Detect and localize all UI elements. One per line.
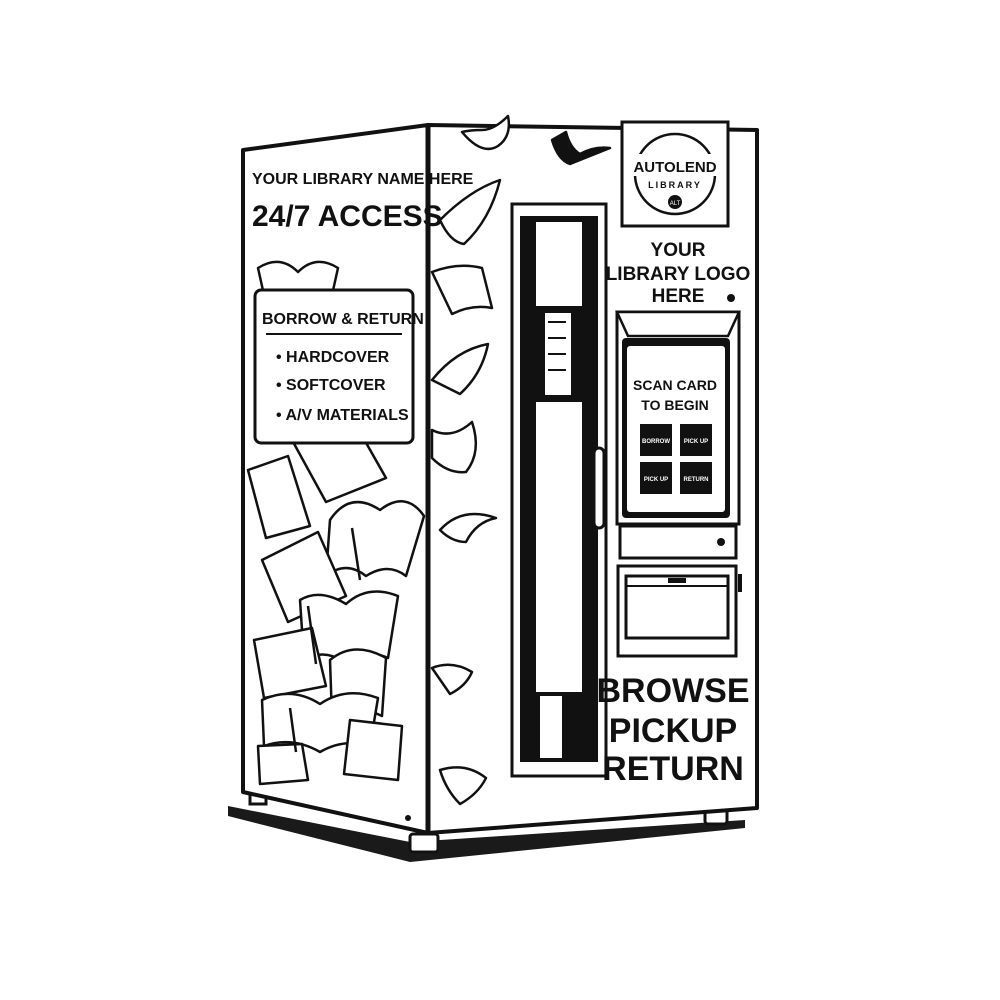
- open-book-icon: [246, 454, 312, 540]
- open-book-icon: [342, 718, 404, 782]
- screen-prompt-line2: TO BEGIN: [641, 397, 708, 413]
- flying-page-icon: [460, 114, 511, 151]
- logo-placeholder-line1: YOUR: [651, 240, 706, 261]
- front-label-browse: BROWSE: [597, 672, 750, 710]
- sign-item-av: • A/V MATERIALS: [276, 407, 409, 424]
- screen-button-borrow[interactable]: BORROW: [640, 424, 672, 456]
- floor-shadow: [228, 806, 745, 862]
- flying-page-icon: [550, 130, 612, 166]
- screen-button-return[interactable]: RETURN: [680, 462, 712, 494]
- foot-front-left: [408, 832, 440, 854]
- flying-page-icon: [430, 420, 478, 474]
- borrow-return-sign: BORROW & RETURN • HARDCOVER • SOFTCOVER …: [253, 288, 424, 445]
- logo-placeholder-line2: LIBRARY LOGO: [606, 264, 751, 285]
- flying-page-icon: [438, 512, 498, 544]
- autolend-logo: AUTOLEND LIBRARY ALT: [620, 120, 730, 228]
- screen-button-pick-up-2[interactable]: PICK UP: [640, 462, 672, 494]
- open-book-icon: [298, 590, 400, 664]
- flying-page-icon: [438, 178, 502, 246]
- logo-placeholder-line3: HERE: [652, 286, 705, 307]
- flying-pages: [430, 114, 612, 806]
- sign-title: BORROW & RETURN: [262, 311, 424, 328]
- rivet: [405, 815, 411, 821]
- library-name-text: YOUR LIBRARY NAME HERE: [252, 171, 474, 188]
- logo-mark-text: ALT: [670, 201, 681, 207]
- svg-text:RETURN: RETURN: [684, 477, 709, 483]
- open-book-icon: [252, 626, 328, 700]
- svg-text:BORROW: BORROW: [642, 439, 670, 445]
- glass-door[interactable]: [510, 202, 608, 778]
- door-handle-icon[interactable]: [592, 446, 606, 530]
- sign-item-softcover: • SOFTCOVER: [276, 377, 386, 394]
- access-text: 24/7 ACCESS: [252, 200, 443, 233]
- svg-text:PICK UP: PICK UP: [644, 477, 668, 483]
- open-book-icon: [256, 742, 310, 786]
- front-label-return: RETURN: [602, 750, 744, 788]
- logo-bottom-text: LIBRARY: [648, 180, 702, 190]
- svg-text:PICK UP: PICK UP: [684, 439, 708, 445]
- flying-page-icon: [438, 766, 488, 806]
- open-book-icon: [324, 500, 426, 578]
- screen-button-pick-up-1[interactable]: PICK UP: [680, 424, 712, 456]
- flying-page-icon: [430, 342, 490, 396]
- kiosk-terminal: [615, 310, 741, 526]
- screen-prompt-line1: SCAN CARD: [633, 377, 717, 393]
- pickup-bin-icon[interactable]: [616, 564, 742, 658]
- indicator-dot: [727, 294, 735, 302]
- logo-top-text: AUTOLEND: [633, 159, 716, 176]
- front-label-pickup: PICKUP: [609, 712, 737, 750]
- sign-item-hardcover: • HARDCOVER: [276, 349, 390, 366]
- card-reader-icon[interactable]: [618, 524, 738, 560]
- flying-page-icon: [430, 264, 494, 316]
- flying-page-icon: [430, 663, 474, 696]
